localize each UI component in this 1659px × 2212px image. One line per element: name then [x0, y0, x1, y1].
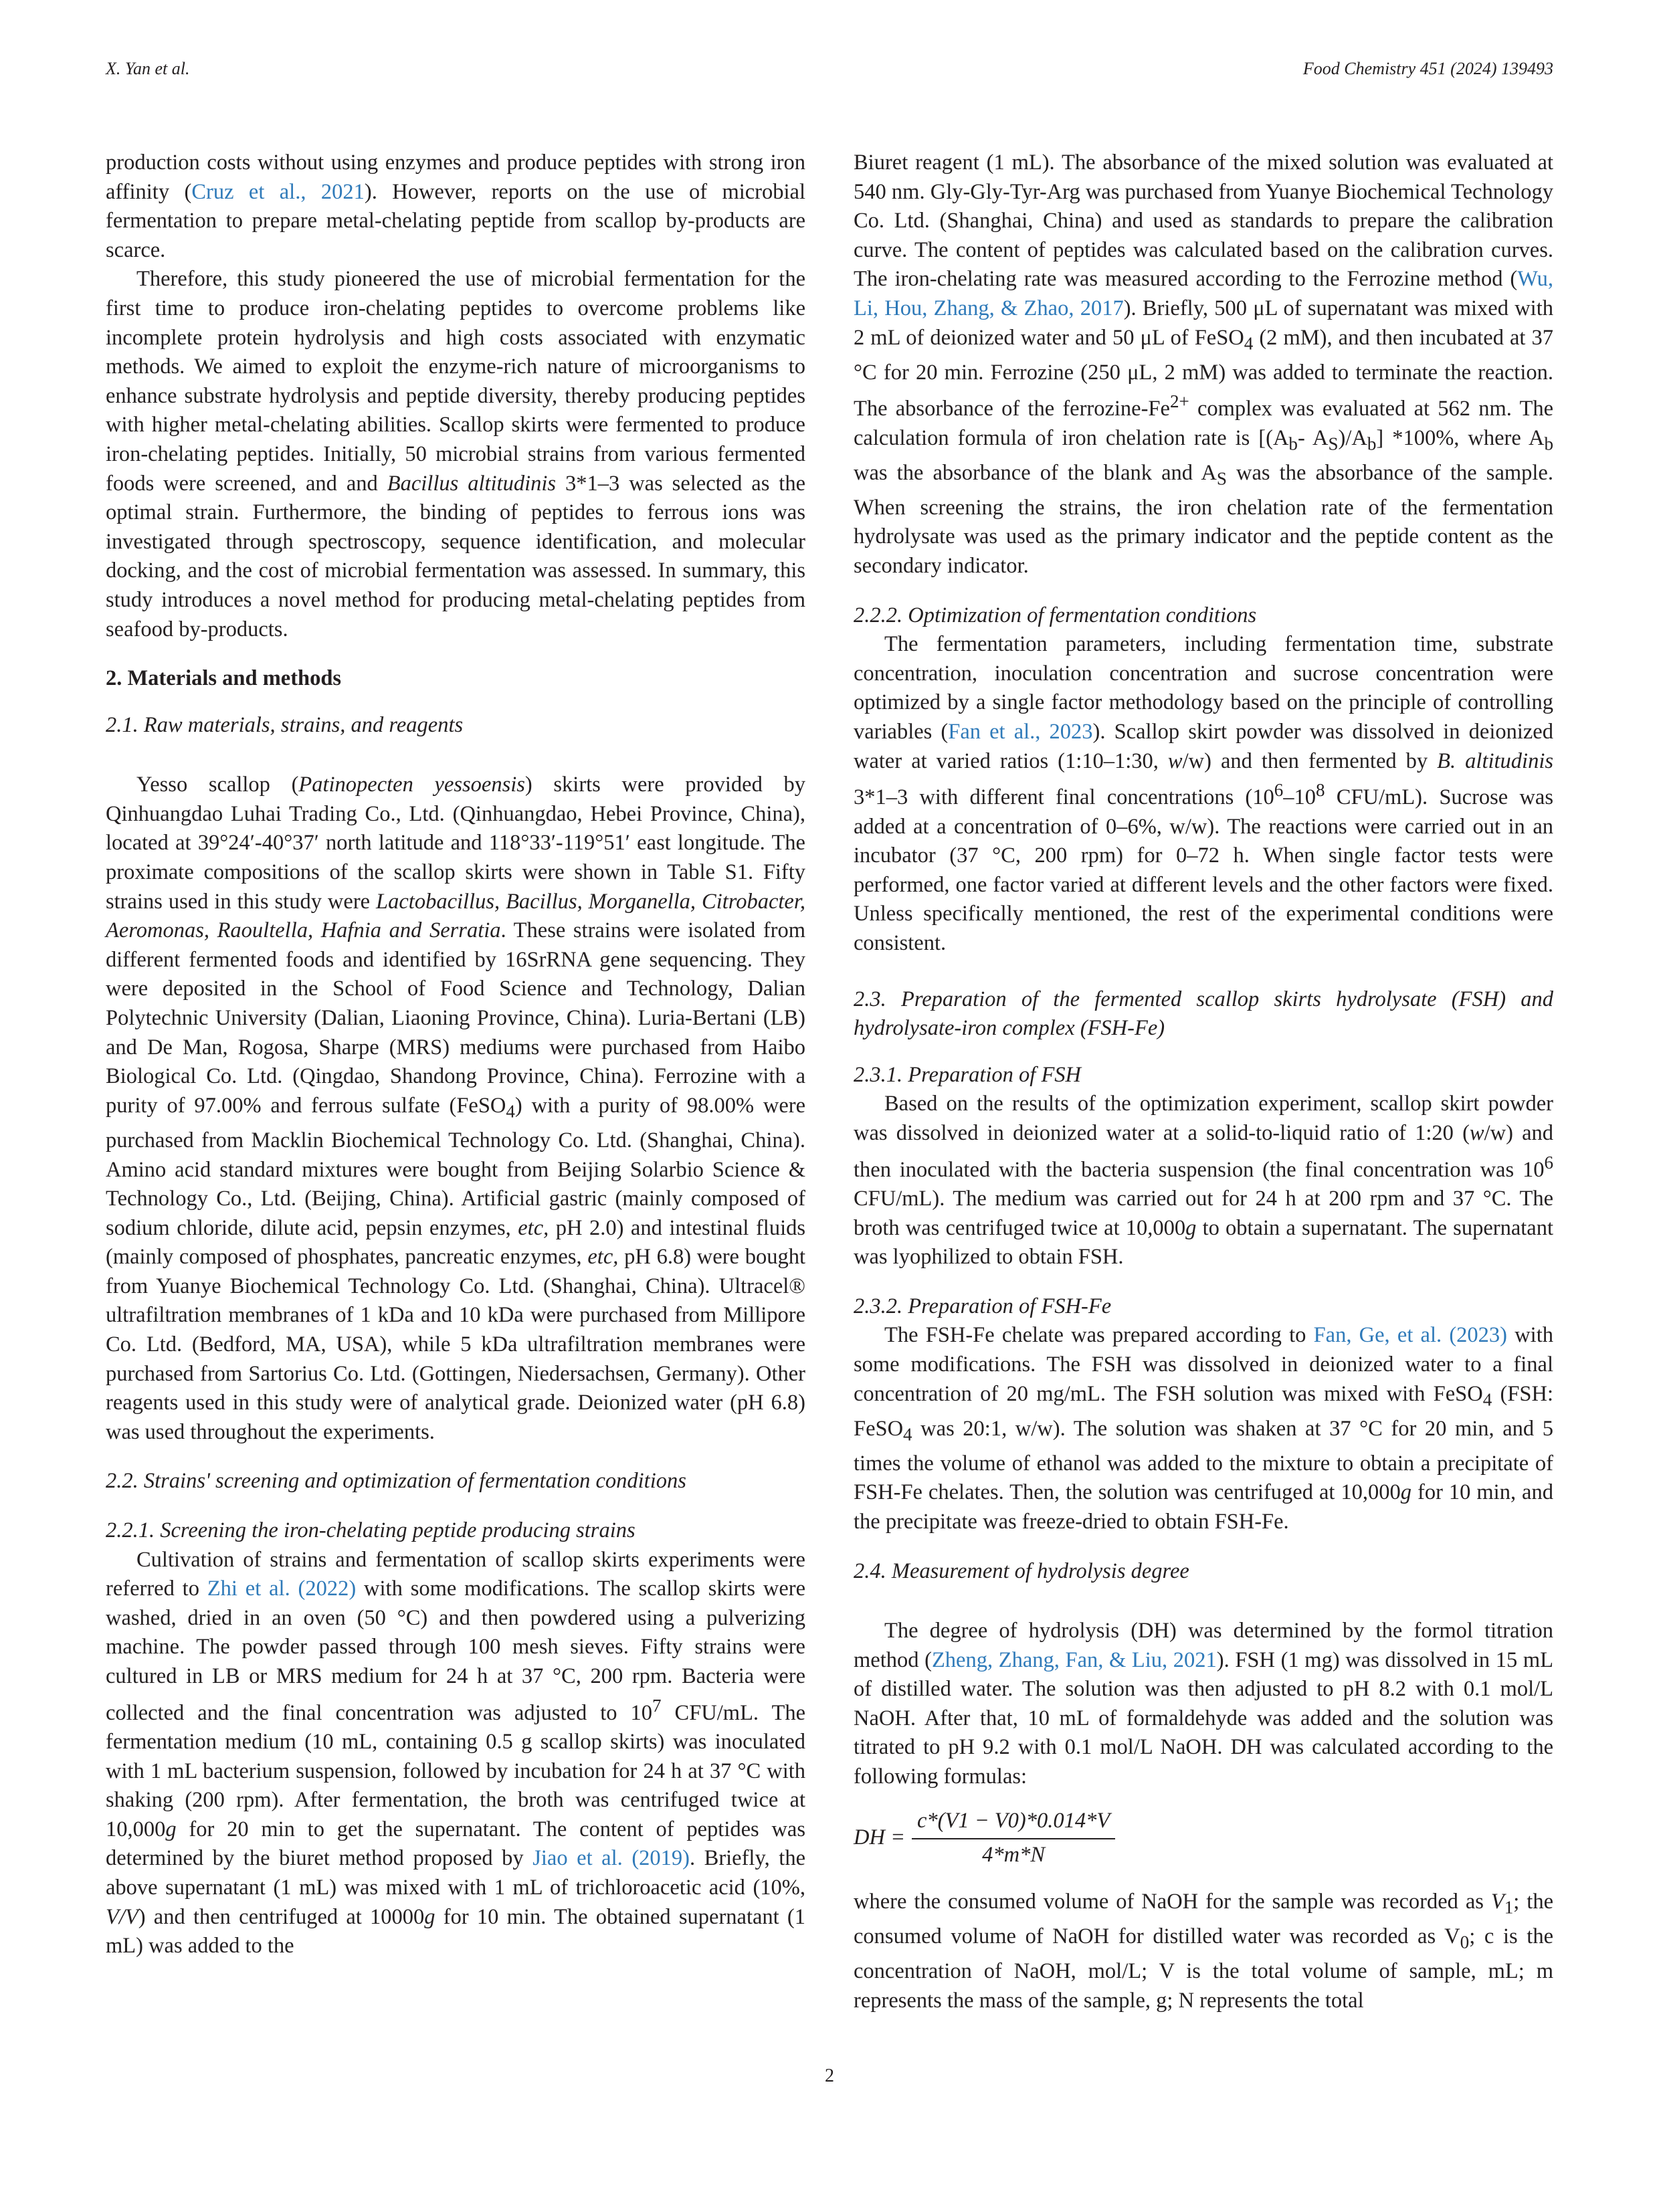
equation-fraction: c*(V1 − V0)*0.014*V 4*m*N	[912, 1807, 1116, 1870]
paragraph-screening: Cultivation of strains and fermentation …	[106, 1547, 806, 1958]
right-column: Biuret reagent (1 mL). The absorbance of…	[854, 148, 1553, 2015]
equation-numerator: c*(V1 − V0)*0.014*V	[912, 1807, 1116, 1840]
subsection-heading: 2.2. Strains' screening and optimization…	[106, 1469, 686, 1494]
paragraph-dh: The degree of hydrolysis (DH) was determ…	[854, 1619, 1553, 1789]
page-number: 2	[825, 2066, 834, 2086]
citation-link[interactable]: Cruz et al., 2021	[191, 179, 365, 204]
subsubsection-heading: 2.3.1. Preparation of FSH	[854, 1062, 1082, 1087]
subsection-heading: 2.3. Preparation of the fermented scallo…	[854, 987, 1553, 1041]
subsection-heading: 2.1. Raw materials, strains, and reagent…	[106, 712, 464, 737]
citation-link[interactable]: Fan, Ge, et al. (2023)	[1313, 1323, 1507, 1348]
section-heading: 2. Materials and methods	[106, 666, 342, 691]
equation-lhs: DH =	[854, 1825, 905, 1850]
paragraph-materials: Yesso scallop (Patinopecten yessoensis) …	[106, 773, 806, 1444]
paragraph-fsh: Based on the results of the optimization…	[854, 1092, 1553, 1270]
paragraph-fsh-fe: The FSH-Fe chelate was prepared accordin…	[854, 1323, 1553, 1534]
subsection-heading: 2.4. Measurement of hydrolysis degree	[854, 1559, 1189, 1583]
citation-link[interactable]: Fan et al., 2023	[948, 720, 1093, 744]
paragraph-aim: Therefore, this study pioneered the use …	[106, 267, 806, 641]
paragraph-optimization: The fermentation parameters, including f…	[854, 632, 1553, 955]
citation-link[interactable]: Jiao et al. (2019)	[532, 1846, 690, 1871]
paragraph-dh-variables: where the consumed volume of NaOH for th…	[854, 1889, 1554, 2013]
paragraph-intro-end: production costs without using enzymes a…	[106, 150, 805, 262]
running-header-authors: X. Yan et al.	[106, 59, 190, 78]
citation-link[interactable]: Wu, Li, Hou, Zhang, & Zhao, 2017	[854, 267, 1553, 320]
left-column: production costs without using enzymes a…	[106, 148, 805, 1961]
subsubsection-heading: 2.2.1. Screening the iron-chelating pept…	[106, 1518, 636, 1543]
paragraph-biuret: Biuret reagent (1 mL). The absorbance of…	[854, 150, 1554, 579]
subsubsection-heading: 2.2.2. Optimization of fermentation cond…	[854, 603, 1257, 627]
equation-denominator: 4*m*N	[982, 1843, 1046, 1868]
citation-link[interactable]: Zheng, Zhang, Fan, & Liu, 2021	[931, 1647, 1217, 1672]
dh-equation: DH = c*(V1 − V0)*0.014*V 4*m*N	[854, 1807, 1553, 1870]
citation-link[interactable]: Zhi et al. (2022)	[207, 1577, 357, 1601]
running-header-journal: Food Chemistry 451 (2024) 139493	[1302, 59, 1553, 78]
subsubsection-heading: 2.3.2. Preparation of FSH-Fe	[854, 1294, 1112, 1318]
